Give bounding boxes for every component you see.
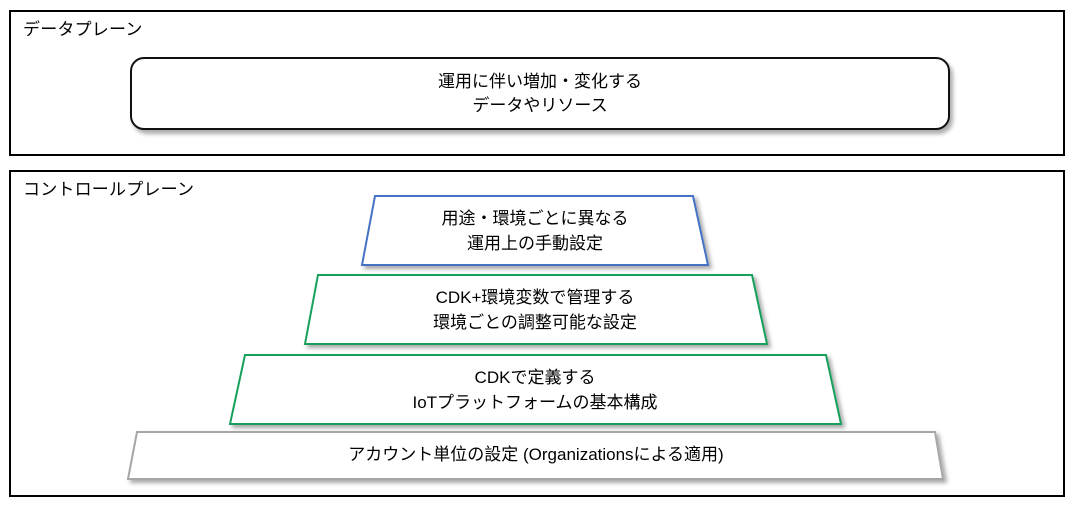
data-plane-card-line-2: データやリソース xyxy=(472,95,608,115)
data-plane-card-line-1: 運用に伴い増加・変化する xyxy=(438,71,642,91)
control-plane-label: コントロールプレーン xyxy=(23,180,195,199)
data-plane-resource-card: 運用に伴い増加・変化する データやリソース xyxy=(130,57,950,130)
data-plane-label: データプレーン xyxy=(23,20,143,39)
control-plane-container: コントロールプレーン xyxy=(9,170,1065,497)
